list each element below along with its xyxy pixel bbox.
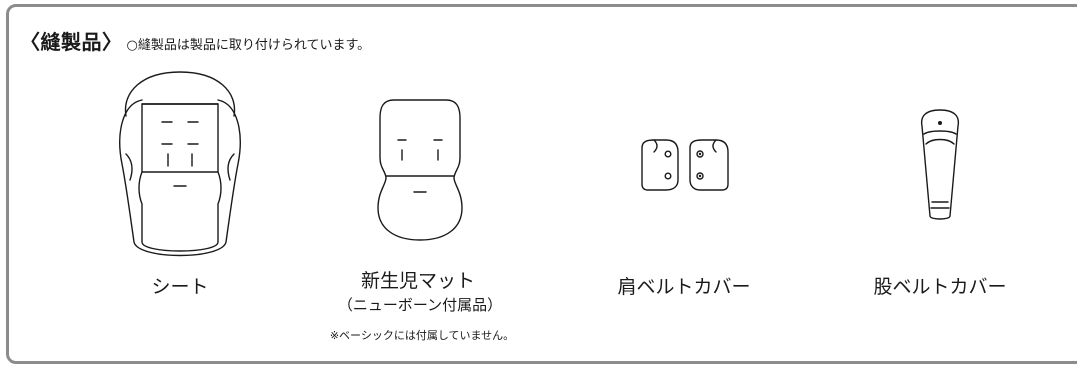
seat-icon (119, 71, 241, 257)
newborn-mat-icon (377, 99, 463, 241)
newborn-mat-item (372, 96, 468, 246)
shoulder-belt-cover-item (636, 134, 732, 194)
shoulder-belt-cover-icon (641, 139, 729, 191)
newborn-mat-sublabel: （ニューボーン付属品） (337, 296, 503, 314)
seat-label: シート (151, 276, 209, 298)
section-title: 〈縫製品〉 (20, 30, 123, 54)
shoulder-belt-cover-label: 肩ベルトカバー (617, 276, 751, 298)
newborn-mat-label: 新生児マット (360, 270, 476, 292)
crotch-belt-cover-icon (920, 109, 960, 220)
section-heading: 〈縫製品〉 ○縫製品は製品に取り付けられています。 (20, 26, 370, 55)
seat-item (112, 64, 248, 264)
crotch-belt-cover-label: 股ベルトカバー (873, 276, 1007, 298)
content-panel (6, 4, 1077, 364)
newborn-mat-footnote: ※ベーシックには付属していません。 (329, 329, 515, 342)
crotch-belt-cover-item (912, 104, 968, 224)
section-note: ○縫製品は製品に取り付けられています。 (126, 38, 371, 53)
